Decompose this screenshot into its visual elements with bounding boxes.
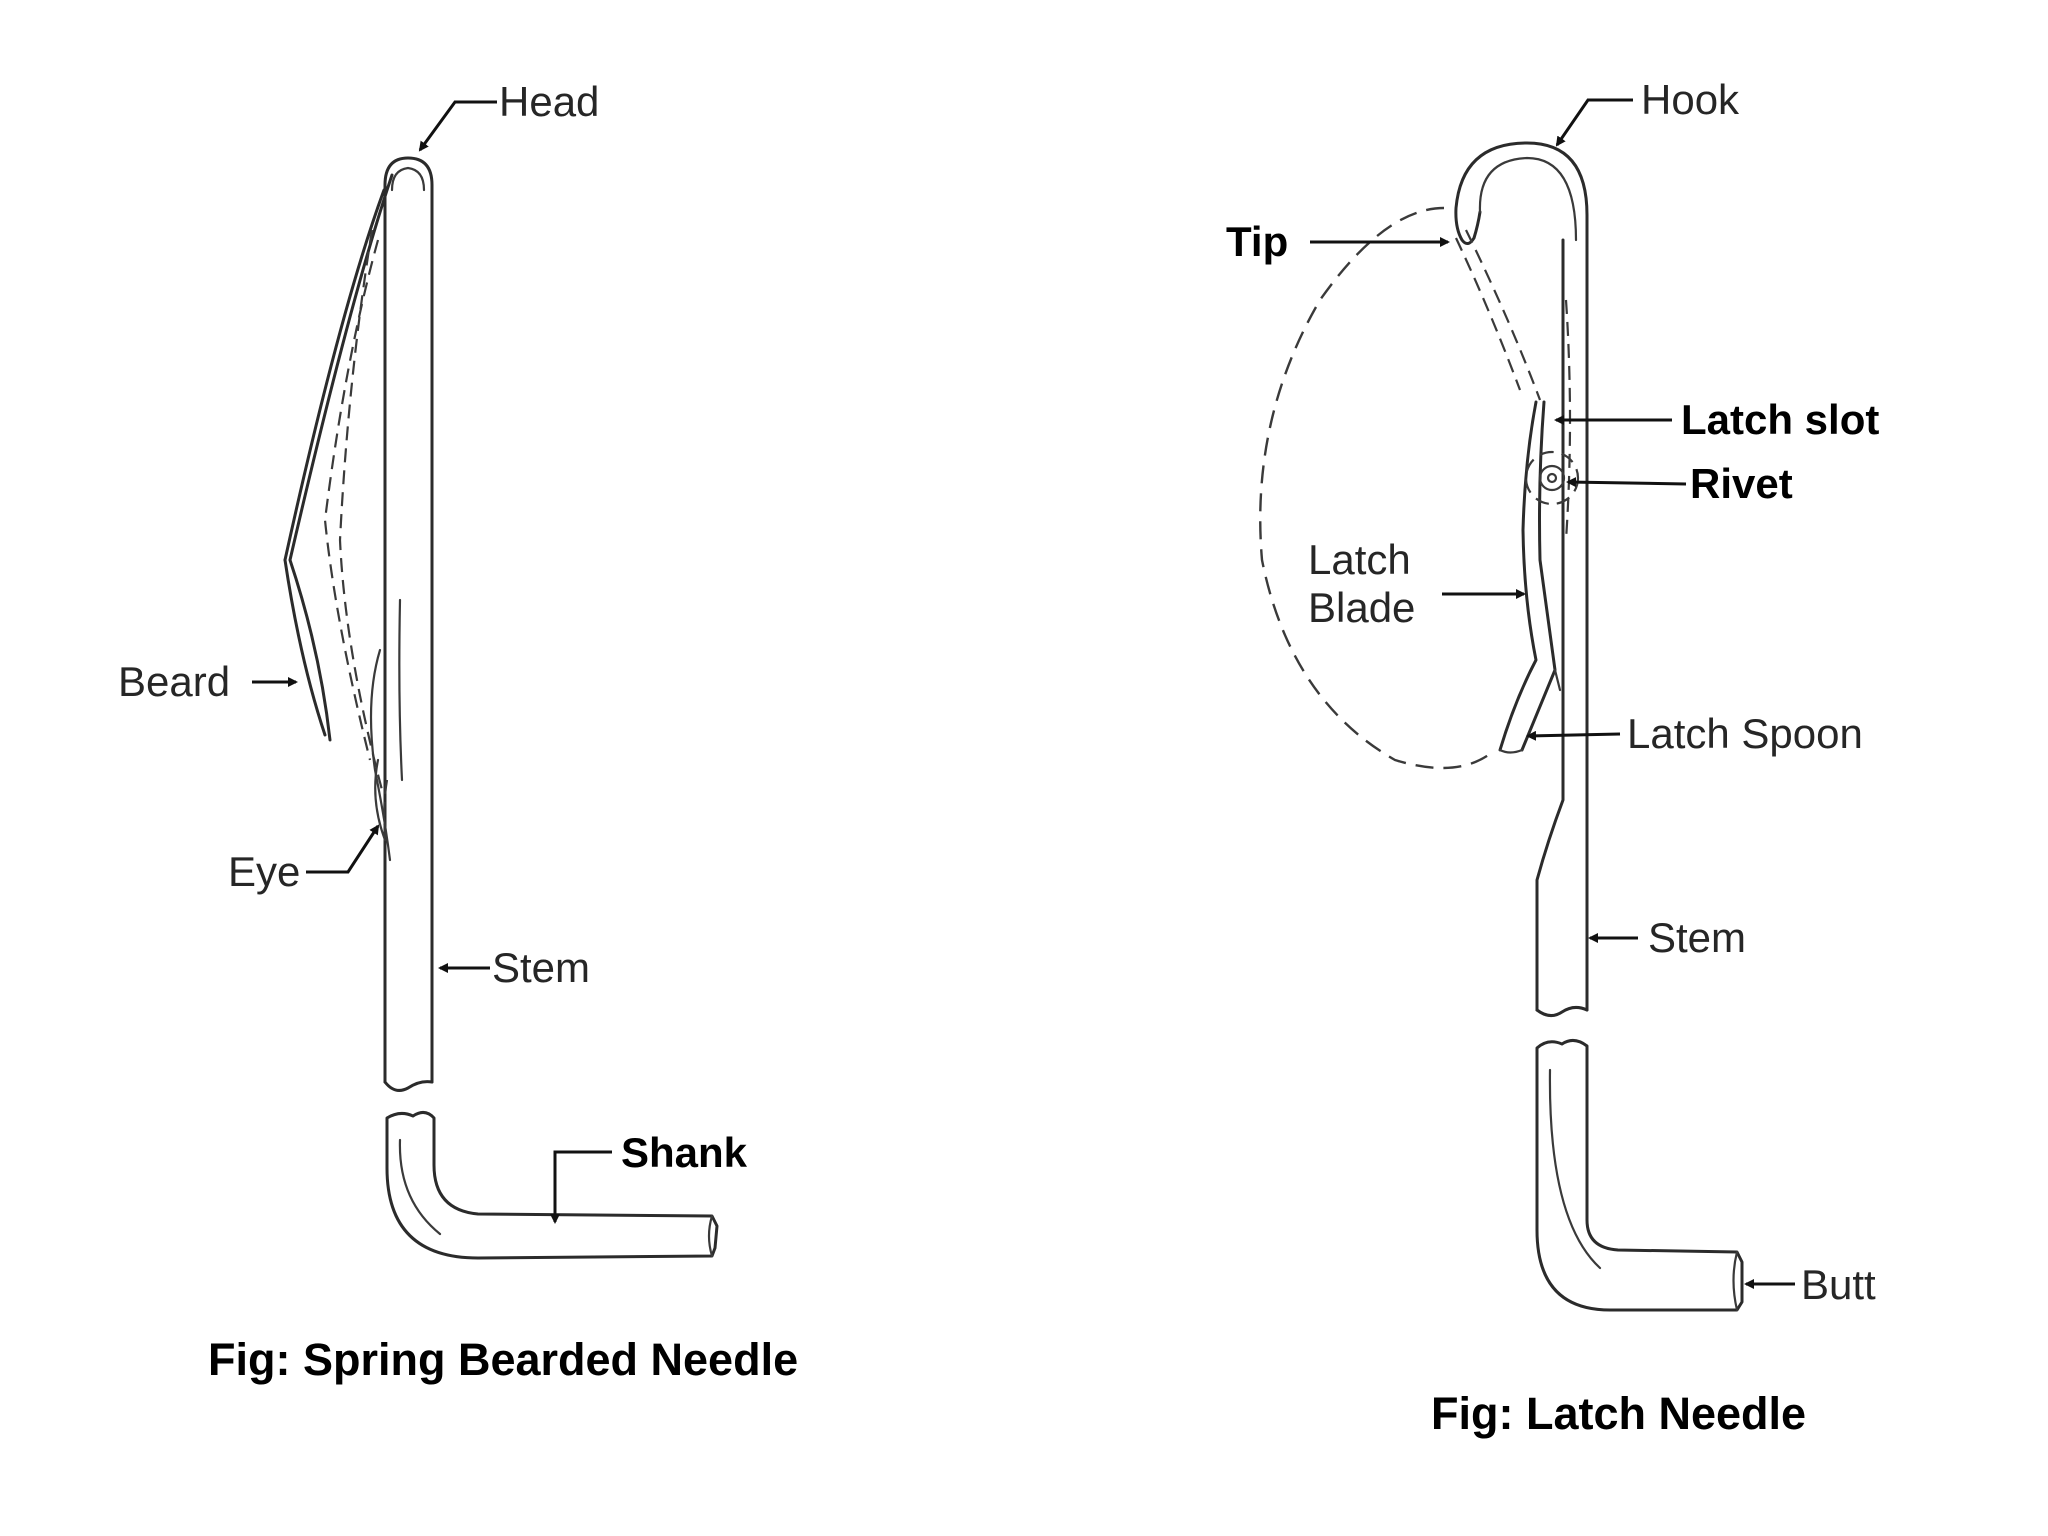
label-latch-slot: Latch slot	[1554, 396, 1879, 443]
beard-drawing	[283, 173, 394, 862]
latch-needle-stem-drawing	[1454, 141, 1589, 1017]
eye-drawing	[374, 758, 389, 842]
shank-drawing	[385, 1111, 719, 1260]
label-latch-blade: Latch Blade	[1308, 536, 1526, 631]
latch-blade-label-line1: Latch	[1308, 536, 1411, 583]
label-head: Head	[418, 78, 599, 152]
label-hook: Hook	[1555, 76, 1740, 147]
caption-latch-needle: Fig: Latch Needle	[1431, 1388, 1806, 1439]
label-stem-left: Stem	[438, 944, 590, 991]
butt-label: Butt	[1801, 1261, 1876, 1308]
tip-label: Tip	[1226, 218, 1288, 265]
head-label: Head	[499, 78, 599, 125]
label-stem-right: Stem	[1588, 914, 1746, 961]
label-eye: Eye	[228, 824, 380, 895]
label-latch-spoon: Latch Spoon	[1526, 710, 1863, 757]
butt-drawing	[1535, 1039, 1744, 1312]
label-rivet: Rivet	[1566, 460, 1793, 507]
beard-label: Beard	[118, 658, 230, 705]
rivet-label: Rivet	[1690, 460, 1793, 507]
latch-slot-label: Latch slot	[1681, 396, 1879, 443]
latch-closed-drawing	[1498, 400, 1562, 754]
label-tip: Tip	[1226, 218, 1450, 265]
stem-label-left: Stem	[492, 944, 590, 991]
label-beard: Beard	[118, 658, 298, 705]
spring-bearded-needle-figure: Head Beard Eye Stem Shank Fig: Spring Be…	[118, 78, 798, 1385]
bearded-needle-stem-drawing	[383, 156, 434, 1092]
caption-spring-bearded-needle: Fig: Spring Bearded Needle	[208, 1334, 798, 1385]
eye-label: Eye	[228, 848, 300, 895]
shank-label: Shank	[621, 1129, 748, 1176]
latch-needle-figure: Hook Tip Latch slot Rivet Latch Blade La…	[1226, 76, 1879, 1439]
rivet-drawing	[1524, 450, 1580, 506]
latch-spoon-label: Latch Spoon	[1627, 710, 1863, 757]
stem-label-right: Stem	[1648, 914, 1746, 961]
label-butt: Butt	[1744, 1261, 1876, 1308]
label-shank: Shank	[550, 1129, 748, 1224]
hook-label: Hook	[1641, 76, 1740, 123]
latch-blade-label-line2: Blade	[1308, 584, 1415, 631]
